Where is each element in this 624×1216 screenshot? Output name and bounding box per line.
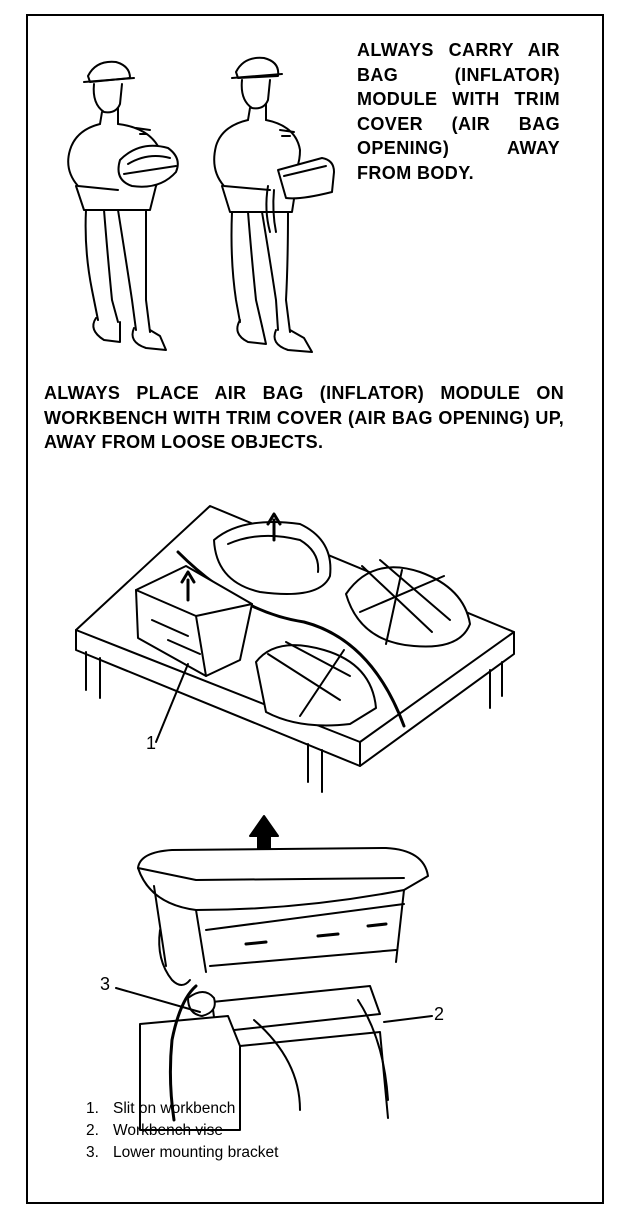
legend-label: Lower mounting bracket [113, 1144, 279, 1161]
legend-item: 3. Lower mounting bracket [86, 1142, 278, 1164]
legend-item: 2. Workbench vise [86, 1120, 278, 1142]
callout-2: 2 [434, 1004, 445, 1024]
legend: 1. Slit on workbench 2. Workbench vise 3. L… [86, 1098, 278, 1164]
legend-label: Slit on workbench [113, 1100, 236, 1117]
legend-item: 1. Slit on workbench [86, 1098, 278, 1120]
place-instruction-text: ALWAYS PLACE AIR BAG (INFLATOR) MODULE O… [44, 383, 564, 452]
vise-scene [115, 815, 433, 1131]
legend-number: 2. [86, 1122, 99, 1139]
page-border [26, 14, 604, 1204]
legend-label: Workbench vise [113, 1122, 223, 1139]
carry-instruction-text: ALWAYS CARRY AIR BAG (INFLATOR) MODULE W… [357, 40, 560, 183]
legend-number: 3. [86, 1144, 99, 1161]
worker-side-carry-icon [213, 56, 335, 353]
callout-1: 1 [146, 733, 157, 753]
callout-3: 3 [100, 974, 111, 994]
legend-number: 1. [86, 1100, 99, 1117]
worker-carrying-icon [67, 60, 179, 351]
workbench-scene [75, 505, 515, 793]
